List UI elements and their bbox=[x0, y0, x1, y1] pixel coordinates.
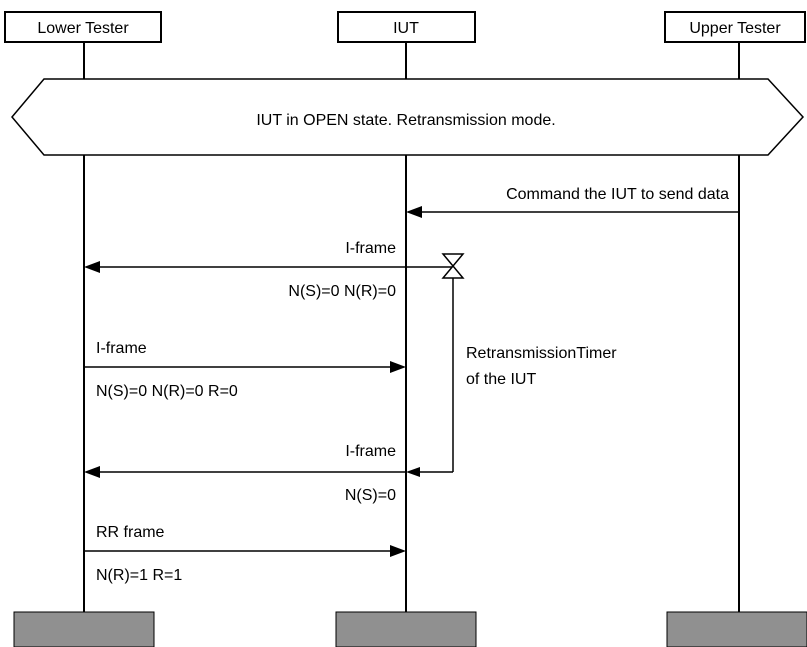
message-i-frame-2: I-frame N(S)=0 N(R)=0 R=0 bbox=[84, 340, 406, 400]
state-banner: IUT in OPEN state. Retransmission mode. bbox=[11, 78, 805, 156]
message-label: I-frame bbox=[345, 240, 396, 257]
message-rr-frame: RR frame N(R)=1 R=1 bbox=[84, 524, 406, 584]
message-params: N(S)=0 N(R)=0 bbox=[288, 283, 396, 300]
iut-end-block bbox=[335, 611, 477, 647]
lower-tester-label: Lower Tester bbox=[37, 20, 129, 37]
message-label: Command the IUT to send data bbox=[506, 186, 729, 203]
upper-tester-header: Upper Tester bbox=[664, 11, 806, 43]
arrowhead-icon bbox=[390, 545, 406, 557]
state-banner-text: IUT in OPEN state. Retransmission mode. bbox=[256, 112, 555, 129]
message-params: N(S)=0 bbox=[345, 487, 396, 504]
arrowhead-icon bbox=[406, 206, 422, 218]
arrowhead-icon bbox=[406, 467, 420, 477]
message-i-frame-3: I-frame N(S)=0 bbox=[84, 443, 406, 504]
message-label: I-frame bbox=[345, 443, 396, 460]
arrowhead-icon bbox=[84, 261, 100, 273]
timer-icon bbox=[441, 253, 465, 279]
iut-header: IUT bbox=[337, 11, 476, 43]
message-params: N(R)=1 R=1 bbox=[96, 567, 182, 584]
upper-tester-end-block bbox=[666, 611, 807, 647]
retransmission-timer: RetransmissionTimer of the IUT bbox=[441, 253, 617, 472]
lower-tester-header: Lower Tester bbox=[4, 11, 162, 43]
iut-label: IUT bbox=[393, 20, 419, 37]
message-i-frame-1: I-frame N(S)=0 N(R)=0 bbox=[84, 240, 453, 300]
message-label: I-frame bbox=[96, 340, 147, 357]
message-params: N(S)=0 N(R)=0 R=0 bbox=[96, 383, 238, 400]
timer-expiry bbox=[406, 467, 453, 477]
timer-label-line2: of the IUT bbox=[466, 371, 536, 388]
lower-tester-end-block bbox=[13, 611, 155, 647]
message-command-send-data: Command the IUT to send data bbox=[406, 186, 739, 218]
arrowhead-icon bbox=[390, 361, 406, 373]
timer-label-line1: RetransmissionTimer bbox=[466, 345, 617, 362]
arrowhead-icon bbox=[84, 466, 100, 478]
message-label: RR frame bbox=[96, 524, 165, 541]
upper-tester-label: Upper Tester bbox=[689, 20, 781, 37]
